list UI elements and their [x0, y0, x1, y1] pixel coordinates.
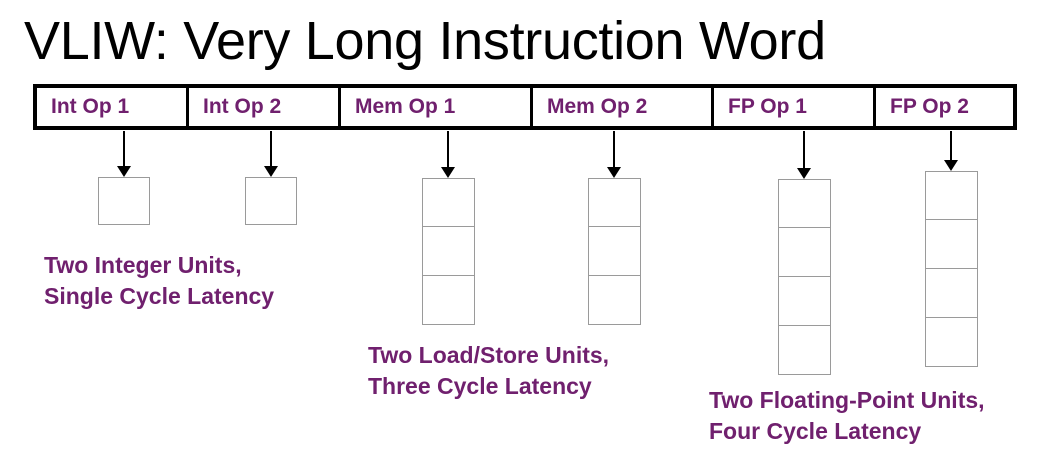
page-title: VLIW: Very Long Instruction Word [24, 11, 826, 71]
caption-line-1: Two Floating-Point Units, [709, 387, 985, 413]
bundle-slot-fp-op-2[interactable]: FP Op 2 [890, 95, 969, 118]
pipeline-stage [778, 277, 831, 326]
pipeline-stage [588, 178, 641, 227]
functional-unit-fp-2 [925, 171, 978, 367]
pipeline-stage [925, 269, 978, 318]
caption-load-store-units: Two Load/Store Units, Three Cycle Latenc… [368, 340, 609, 402]
pipeline-stage [588, 276, 641, 325]
caption-line-2: Three Cycle Latency [368, 373, 592, 399]
arrow-to-int-unit-2 [264, 131, 278, 177]
bundle-slot-mem-op-1[interactable]: Mem Op 1 [341, 88, 533, 126]
functional-unit-mem-1 [422, 178, 475, 325]
functional-unit-int-2 [245, 177, 297, 225]
pipeline-stage [925, 171, 978, 220]
caption-integer-units: Two Integer Units, Single Cycle Latency [44, 250, 274, 312]
arrow-to-mem-unit-2 [607, 131, 621, 178]
pipeline-stage [925, 220, 978, 269]
caption-line-1: Two Integer Units, [44, 252, 242, 278]
pipeline-stage [98, 177, 150, 225]
instruction-bundle-row: Int Op 1 Int Op 2 Mem Op 1 Mem Op 2 FP O… [33, 84, 1017, 130]
functional-unit-fp-1 [778, 179, 831, 375]
bundle-slot-int-op-1[interactable]: Int Op 1 [37, 88, 189, 126]
arrow-to-fp-unit-2 [944, 131, 958, 171]
arrow-to-mem-unit-1 [441, 131, 455, 178]
arrow-to-int-unit-1 [117, 131, 131, 177]
arrow-to-fp-unit-1 [797, 131, 811, 179]
pipeline-stage [245, 177, 297, 225]
pipeline-stage [778, 179, 831, 228]
bundle-slot-fp-op-1[interactable]: FP Op 1 [714, 88, 876, 126]
pipeline-stage [422, 178, 475, 227]
caption-line-2: Four Cycle Latency [709, 418, 922, 444]
pipeline-stage [422, 227, 475, 276]
bundle-slot-mem-op-2[interactable]: Mem Op 2 [533, 88, 714, 126]
functional-unit-int-1 [98, 177, 150, 225]
caption-line-2: Single Cycle Latency [44, 283, 275, 309]
pipeline-stage [588, 227, 641, 276]
functional-unit-mem-2 [588, 178, 641, 325]
pipeline-stage [778, 228, 831, 277]
caption-line-1: Two Load/Store Units, [368, 342, 610, 368]
bundle-slot-int-op-2[interactable]: Int Op 2 [189, 88, 341, 126]
caption-floating-point-units: Two Floating-Point Units, Four Cycle Lat… [709, 385, 985, 447]
pipeline-stage [925, 318, 978, 367]
pipeline-stage [778, 326, 831, 375]
pipeline-stage [422, 276, 475, 325]
